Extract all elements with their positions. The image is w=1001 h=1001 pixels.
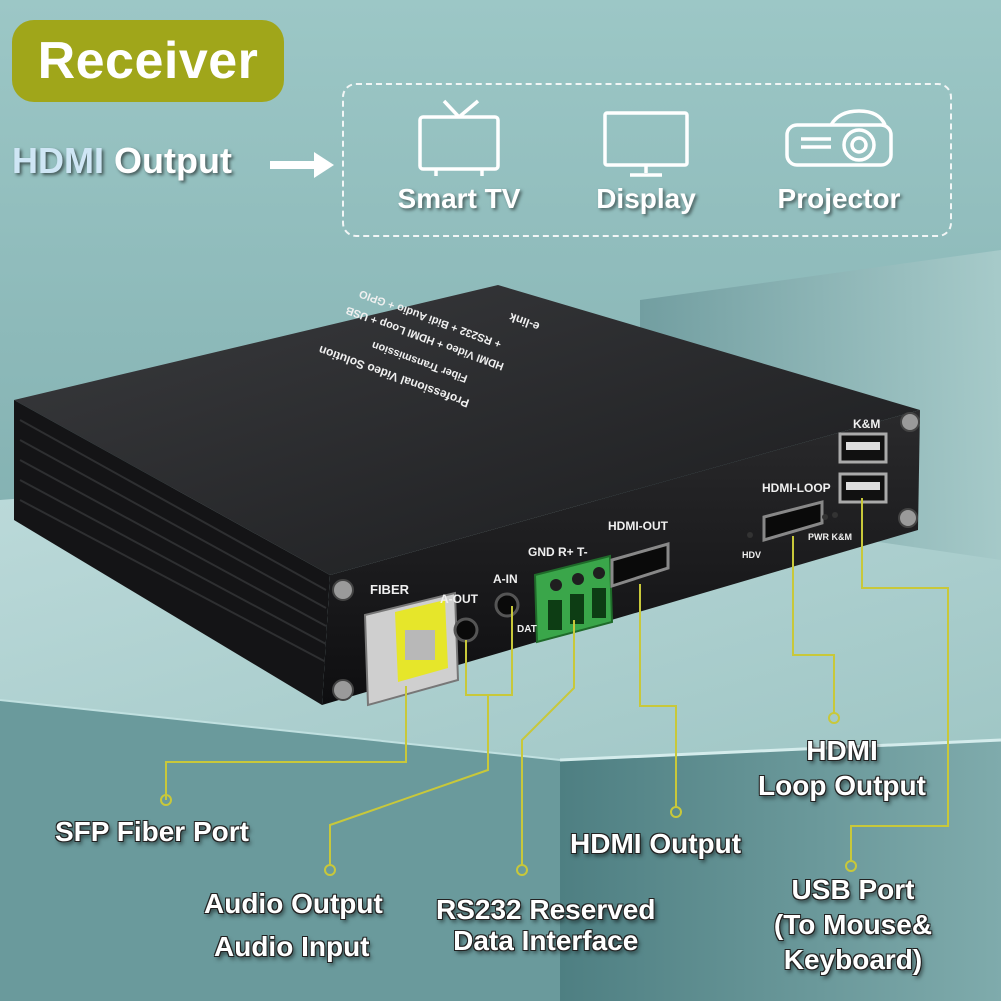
tv-icon bbox=[418, 99, 500, 176]
callout-usb-port: USB Port (To Mouse& Keyboard) bbox=[758, 872, 948, 977]
svg-text:HDMI-LOOP: HDMI-LOOP bbox=[762, 481, 831, 495]
callout-hdmi-loop-line2: Loop Output bbox=[758, 770, 926, 801]
svg-text:HDV: HDV bbox=[742, 550, 761, 560]
audio-in-jack bbox=[494, 592, 520, 618]
svg-text:DAT: DAT bbox=[517, 624, 537, 635]
output-devices-box: Smart TV Display Projector bbox=[342, 83, 952, 237]
callout-rs232-line1: RS232 Reserved bbox=[436, 894, 656, 925]
output-display: Display bbox=[566, 85, 726, 235]
svg-text:A-OUT: A-OUT bbox=[440, 592, 479, 606]
receiver-badge: Receiver bbox=[12, 20, 284, 102]
callout-usb-line3: Keyboard) bbox=[783, 944, 923, 975]
audio-out-jack bbox=[453, 617, 479, 643]
screw-icon bbox=[898, 508, 918, 528]
callout-audio: Audio Output Audio Input bbox=[204, 886, 383, 964]
screw-icon bbox=[332, 579, 354, 601]
svg-text:A-IN: A-IN bbox=[493, 572, 518, 586]
output-smart-tv: Smart TV bbox=[374, 85, 544, 235]
callout-hdmi-loop-line1: HDMI bbox=[806, 735, 878, 766]
callout-rs232-line2: Data Interface bbox=[453, 925, 639, 956]
monitor-icon bbox=[603, 111, 689, 177]
callout-audio-input: Audio Input bbox=[214, 931, 370, 962]
output-projector: Projector bbox=[749, 85, 929, 235]
callout-usb-line1: USB Port bbox=[791, 874, 915, 905]
svg-text:PWR K&M: PWR K&M bbox=[808, 532, 852, 542]
screw-icon bbox=[900, 412, 920, 432]
svg-text:FIBER: FIBER bbox=[370, 582, 410, 597]
callout-rs232: RS232 Reserved Data Interface bbox=[436, 892, 655, 958]
callout-hdmi-loop: HDMI Loop Output bbox=[752, 733, 932, 803]
callout-audio-output: Audio Output bbox=[204, 888, 383, 919]
screw-icon bbox=[332, 679, 354, 701]
svg-text:GND R+ T-: GND R+ T- bbox=[528, 545, 588, 559]
output-label: Projector bbox=[777, 183, 901, 214]
output-label: Display bbox=[596, 183, 696, 214]
projector-icon bbox=[785, 109, 893, 167]
output-label: Smart TV bbox=[397, 183, 521, 214]
svg-text:HDMI-OUT: HDMI-OUT bbox=[608, 519, 669, 533]
hdmi-output-heading: HDMI Output bbox=[12, 140, 232, 181]
svg-text:K&M: K&M bbox=[853, 417, 880, 431]
callout-sfp-fiber-port: SFP Fiber Port bbox=[55, 816, 249, 847]
callout-usb-line2: (To Mouse& bbox=[773, 909, 933, 940]
callout-hdmi-output: HDMI Output bbox=[570, 828, 742, 859]
arrow-right-icon bbox=[270, 152, 334, 178]
